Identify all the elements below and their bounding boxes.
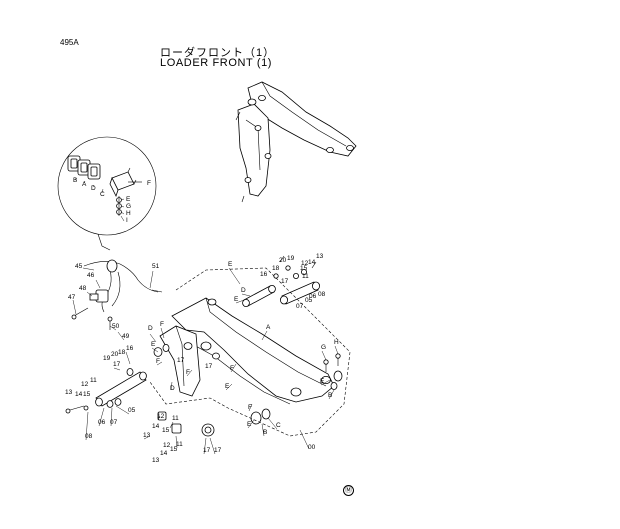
callout-label: 12	[301, 260, 309, 267]
callout-label: 12	[81, 381, 89, 388]
callout-label: 13	[316, 253, 324, 260]
callout-label: 17	[205, 363, 213, 370]
callout-label: E	[228, 261, 233, 268]
callout-label: 50	[112, 323, 120, 330]
callout-label: 17	[203, 447, 211, 454]
callout-label: 15	[162, 427, 170, 434]
callout-label: B	[263, 429, 267, 436]
callout-label: F	[160, 321, 164, 328]
callout-label: E	[151, 341, 156, 348]
leader-lines	[85, 267, 339, 455]
callout-label: E	[126, 196, 131, 203]
callout-label: 18	[272, 265, 280, 272]
callout-label: F	[156, 358, 160, 365]
callout-label: E	[225, 383, 230, 390]
callout-label: 13	[152, 457, 160, 464]
callout-label: 11	[302, 273, 309, 280]
callout-label: 12	[163, 442, 171, 449]
callout-label: 13	[143, 432, 151, 439]
callout-label: F	[230, 365, 234, 372]
page-code: 495A	[60, 38, 79, 47]
callout-label: E	[320, 378, 325, 385]
callout-label: 17	[214, 447, 222, 454]
callout-label: D	[148, 325, 153, 332]
callout-label: 08	[85, 433, 93, 440]
lamp-gaskets	[67, 155, 101, 180]
callout-label: B	[73, 177, 77, 184]
callout-label: 18	[118, 349, 126, 356]
callout-label: H	[126, 210, 131, 217]
callout-label: 12	[157, 413, 165, 420]
callout-label: 05	[128, 407, 136, 414]
callout-label: A	[266, 324, 271, 331]
callout-label: 16	[126, 345, 134, 352]
callout-label: 07	[110, 419, 118, 426]
callout-label: 17	[177, 357, 185, 364]
callout-label: 08	[318, 291, 326, 298]
callout-label: H	[334, 339, 339, 346]
callout-label: 46	[87, 272, 95, 279]
callout-label: F	[186, 369, 190, 376]
callout-label: 45	[75, 263, 83, 270]
overview-loader-front	[235, 81, 357, 203]
callout-label: 48	[79, 285, 87, 292]
callout-label: F	[147, 180, 151, 187]
callout-label: G	[321, 344, 326, 351]
callout-label: 20	[279, 257, 287, 264]
callout-label: D	[91, 185, 96, 192]
callout-label: C	[276, 422, 281, 429]
callout-label: 17	[281, 278, 289, 285]
hinge-pins-upper	[242, 255, 320, 307]
callout-label: 00	[308, 444, 316, 451]
callout-label: 13	[65, 389, 73, 396]
lamp-hardware	[116, 196, 122, 216]
callout-label: D	[170, 385, 175, 392]
callout-label: 05	[305, 297, 313, 304]
callout-label: 47	[68, 294, 76, 301]
callout-label: I	[126, 217, 128, 224]
callout-label: C	[100, 191, 105, 198]
callout-label: 14	[160, 450, 168, 457]
callout-label: 14	[75, 391, 83, 398]
callout-label: G	[126, 203, 131, 210]
callout-label: 06	[98, 419, 106, 426]
callout-label: B	[328, 392, 332, 399]
callout-label: E	[247, 421, 252, 428]
callout-label: A	[82, 181, 87, 188]
callout-label: F	[248, 404, 252, 411]
page-title-english: LOADER FRONT (1)	[160, 57, 273, 69]
loader-boom	[159, 297, 335, 405]
callout-label: 14	[152, 423, 160, 430]
callout-label: 49	[122, 333, 130, 340]
assembly-outline	[149, 267, 351, 437]
callout-label: 15	[170, 446, 178, 453]
callout-label: 06	[309, 293, 317, 300]
page-title-japanese: ローダフロント（1）	[160, 47, 276, 59]
callout-label: 15	[83, 391, 91, 398]
detail-circle	[57, 136, 157, 251]
callout-label: 17	[113, 361, 121, 368]
lamp-housing	[109, 167, 142, 198]
callout-label: 11	[176, 441, 183, 448]
callout-label: 11	[172, 415, 179, 422]
callout-label: E	[234, 296, 239, 303]
footer-mark: Ⓜ	[343, 485, 354, 496]
callout-label: 19	[103, 355, 111, 362]
callout-label: D	[241, 287, 246, 294]
callout-label: 20	[111, 351, 119, 358]
callout-label: 51	[152, 263, 160, 270]
callout-label: 14	[308, 259, 316, 266]
callout-label: 16	[260, 271, 268, 278]
callout-label: 19	[287, 255, 295, 262]
callout-label: 11	[90, 377, 97, 384]
wiring-and-lamp	[71, 259, 163, 341]
callout-label: 15	[300, 265, 308, 272]
hinge-pins-lower	[157, 353, 343, 437]
callout-label: 07	[296, 303, 304, 310]
